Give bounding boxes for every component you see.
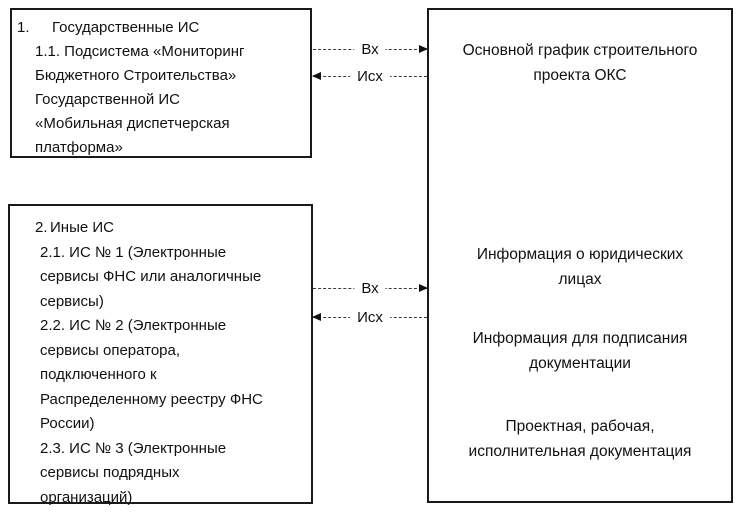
in-arrow-label: Вх [354,39,386,60]
box-state-heading: 1. Государственные ИС [12,16,310,40]
box-other-number: 2. [35,219,48,236]
out-arrow-label: Исх [350,66,390,87]
box-state-title: Государственные ИС [52,19,200,36]
in-arrow-2: Вх [313,278,428,299]
out-arrow-2: Исх [312,307,427,328]
box-okc-data: Основной график строительного проекта ОК… [427,8,733,503]
arrow-head-left-icon [312,313,321,321]
right-box-text-schedule: Основной график строительного проекта ОК… [462,42,698,84]
box-state-body: 1.1. Подсистема «Мониторинг Бюджетного С… [35,43,245,156]
box-state-is: 1. Государственные ИС 1.1. Подсистема «Мо… [10,8,312,158]
arrow-head-left-icon [312,72,321,80]
arrow-head-right-icon [419,45,428,53]
out-arrow-label: Исх [350,307,390,328]
box-other-title: Иные ИС [50,219,114,236]
box-other-body: 2.1. ИС № 1 (Электронные сервисы ФНС или… [40,243,263,506]
box-state-number: 1. [17,19,30,36]
right-box-text-legal-entities: Информация о юридических лицах [476,246,684,288]
in-arrow-1: Вх [313,39,428,60]
arrow-head-right-icon [419,284,428,292]
in-arrow-label: Вх [354,278,386,299]
right-box-text-signing-info: Информация для подписания документации [472,330,688,372]
box-other-is: 2.Иные ИС 2.1. ИС № 1 (Электронные серви… [8,204,313,506]
out-arrow-1: Исх [312,66,427,87]
right-box-text-documentation: Проектная, рабочая, исполнительная докум… [468,418,692,460]
box-other-heading: 2.Иные ИС [10,216,311,241]
